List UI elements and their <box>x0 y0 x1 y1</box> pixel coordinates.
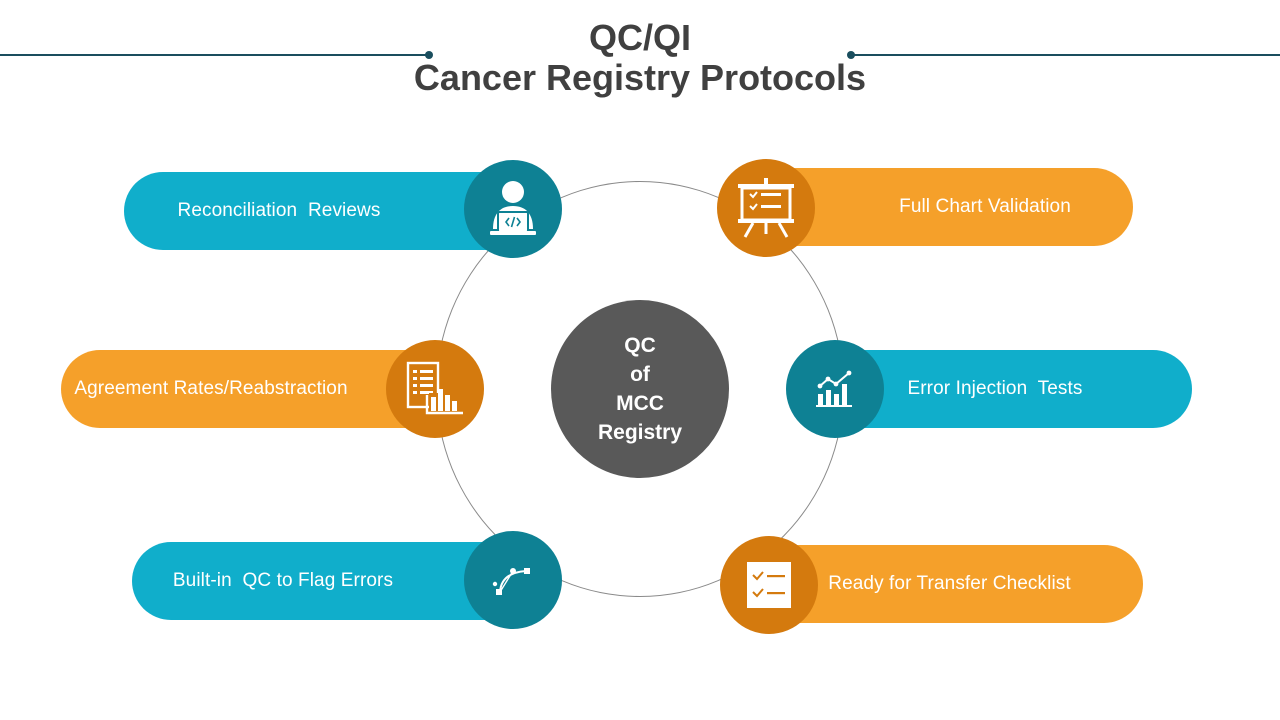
item-label: Reconciliation Reviews <box>177 200 381 221</box>
checklist-icon <box>720 536 818 634</box>
page-title: QC/QI Cancer Registry Protocols <box>340 18 940 98</box>
presentation-board-icon <box>717 159 815 257</box>
title-rule-left-dot <box>425 51 433 59</box>
title-line-1: QC/QI <box>588 17 691 58</box>
report-chart-icon <box>386 340 484 438</box>
item-full-chart-validation: Full Chart Validation <box>757 168 1133 246</box>
growth-chart-icon <box>786 340 884 438</box>
center-line-1: QC <box>624 334 656 357</box>
center-line-3: MCC <box>616 392 664 415</box>
user-laptop-icon <box>464 160 562 258</box>
item-built-in-qc: Built-in QC to Flag Errors <box>132 542 524 620</box>
item-error-injection-tests: Error Injection Tests <box>826 350 1192 428</box>
bezier-curve-icon <box>464 531 562 629</box>
item-label: Full Chart Validation <box>899 196 1071 217</box>
item-agreement-rates: Agreement Rates/Reabstraction <box>61 350 446 428</box>
center-line-2: of <box>630 363 650 386</box>
title-rule-right-dot <box>847 51 855 59</box>
item-label: Built-in QC to Flag Errors <box>172 570 394 591</box>
center-line-4: Registry <box>597 421 683 444</box>
title-rule-left <box>0 54 430 56</box>
item-ready-for-transfer: Ready for Transfer Checklist <box>760 545 1143 623</box>
item-label: Agreement Rates/Reabstraction <box>74 378 348 399</box>
title-rule-right <box>852 54 1280 56</box>
item-label: Error Injection Tests <box>907 378 1083 399</box>
item-label: Ready for Transfer Checklist <box>828 573 1071 594</box>
center-circle: QC of MCC Registry <box>551 300 729 478</box>
item-reconciliation-reviews: Reconciliation Reviews <box>124 172 524 250</box>
title-line-2: Cancer Registry Protocols <box>413 57 867 98</box>
